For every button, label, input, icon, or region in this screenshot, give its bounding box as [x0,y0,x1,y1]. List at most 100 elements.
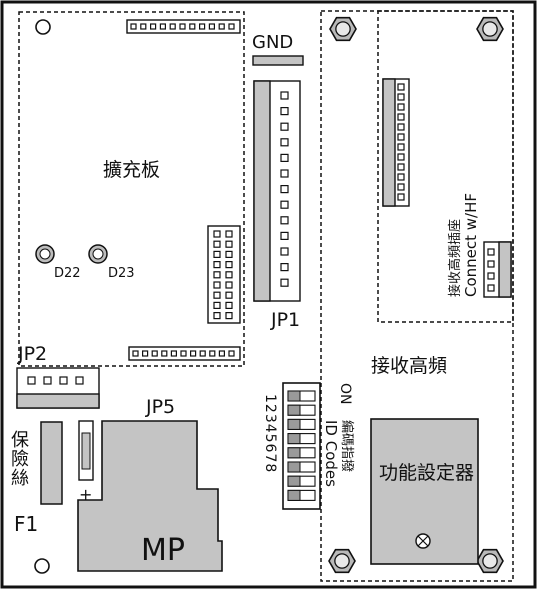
jp2-label: JP2 [18,343,48,365]
mp-module [77,420,223,572]
pin-icon [280,216,289,225]
led-d23-icon [88,244,108,264]
jp2-connector [16,367,100,409]
pin-icon [397,123,405,131]
d23-label: D23 [108,266,135,281]
pin-icon [213,271,221,279]
pin-icon [213,230,221,238]
pin-icon [280,185,289,194]
pin-icon [228,350,235,357]
standoff-icon [476,548,504,574]
pin-icon [213,281,221,289]
pin-icon [151,350,158,357]
pin-icon [280,169,289,178]
standoff-icon [476,16,504,42]
gnd-label: GND [252,32,294,53]
pin-icon [225,281,233,289]
hf-socket-connector [483,241,512,298]
pin-icon [213,261,221,269]
pin-icon [225,261,233,269]
pin-icon [397,173,405,181]
pin-icon [213,312,221,320]
pin-icon [487,260,495,268]
pin-icon [150,23,157,30]
pin-icon [280,91,289,100]
dip-switch [282,382,321,510]
pin-icon [397,163,405,171]
pin-icon [280,153,289,162]
standoff-icon [328,548,356,574]
hf-socket-outline [377,10,514,323]
pin-icon [180,350,187,357]
rx-hf-socket-label: 接收高頻插座 [448,218,463,297]
pin-icon [190,350,197,357]
trimmer-screw-icon [415,533,431,549]
pin-icon [397,193,405,201]
mp-label: MP [141,533,185,568]
pin-icon [225,301,233,309]
jp1-connector [253,80,301,302]
pin-icon [218,23,225,30]
pin-icon [225,291,233,299]
pin-icon [213,291,221,299]
pin-icon [140,23,147,30]
pin-icon [142,350,149,357]
function-setter-label: 功能設定器 [379,462,475,484]
pin-icon [228,23,235,30]
pin-icon [75,376,84,385]
plus-label: + [79,485,93,504]
pin-icon [487,248,495,256]
pin-icon [397,153,405,161]
pin-icon [161,350,168,357]
hf-vertical-connector [382,78,410,207]
jp1-label: JP1 [271,309,301,331]
jp5-label: JP5 [146,396,176,418]
pin-icon [225,250,233,258]
expansion-grid-connector [207,225,241,324]
pin-icon [225,240,233,248]
pin-icon [397,103,405,111]
pin-icon [397,143,405,151]
dip-toggle-icon [287,475,301,487]
dip-toggle-icon [287,461,301,473]
rx-hf-label: 接收高頻 [371,355,448,377]
pin-icon [225,230,233,238]
pin-icon [280,138,289,147]
pin-icon [280,278,289,287]
pin-icon [280,106,289,116]
f1-label: F1 [14,512,39,536]
dip-toggle-icon [287,489,301,501]
code-switch-label: 編碼指撥 [339,420,354,473]
capacitor-icon [78,420,94,481]
expansion-bottom-header [128,346,241,361]
pin-icon [213,240,221,248]
dip-toggle-icon [287,404,301,416]
pin-icon [218,350,225,357]
d22-label: D22 [54,266,81,281]
connect-hf-label: Connect w/HF [462,192,480,297]
dip-on-label: ON [337,383,353,405]
pin-icon [209,350,216,357]
pin-icon [159,23,166,30]
pin-icon [169,23,176,30]
pin-icon [213,301,221,309]
mounting-hole-icon [35,19,51,35]
dip-toggle-icon [287,390,301,402]
led-d22-icon [35,244,55,264]
fuse-icon [40,421,63,505]
pin-icon [397,83,405,91]
pin-icon [130,23,137,30]
pin-icon [280,263,289,272]
pin-icon [280,200,289,209]
pin-icon [199,350,206,357]
pin-icon [397,113,405,121]
pin-icon [132,350,139,357]
mounting-hole-icon [34,558,50,574]
pin-icon [225,312,233,320]
pin-icon [179,23,186,30]
pin-icon [397,93,405,101]
dip-toggle-icon [287,433,301,445]
dip-numbers-label: 12345678 [262,394,278,474]
